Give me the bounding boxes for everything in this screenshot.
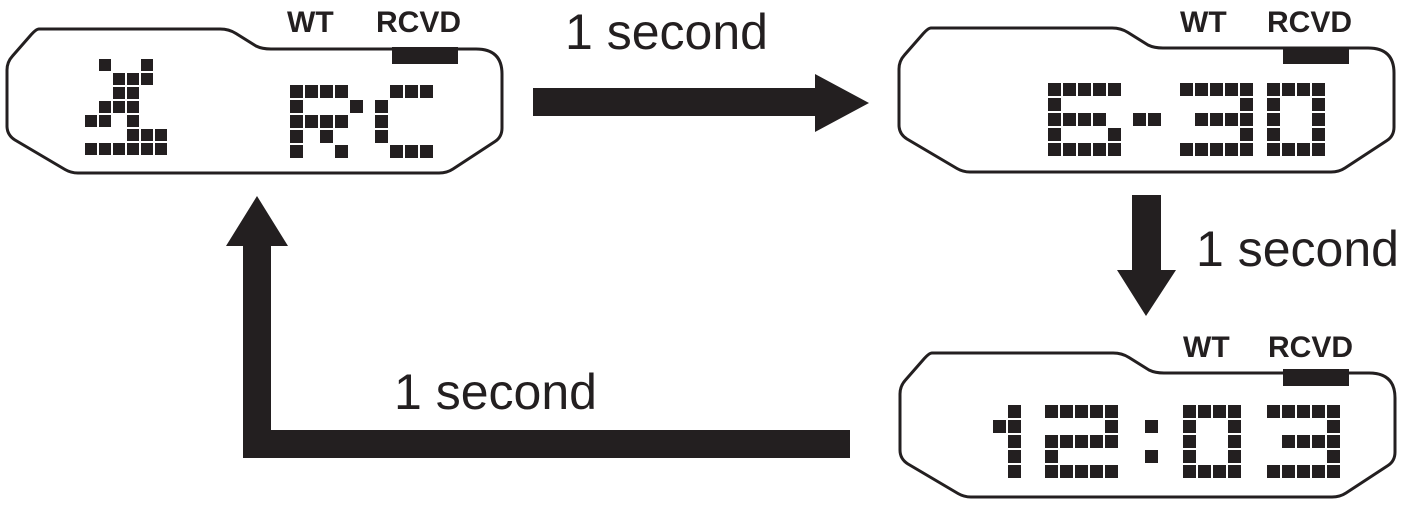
down-arrow-icon [1117, 195, 1176, 316]
arrow-return-label: 1 second [394, 364, 597, 420]
rcvd-label: RCVD [1267, 6, 1353, 39]
rcvd-indicator-bar [1283, 369, 1349, 386]
rcvd-label: RCVD [376, 6, 462, 39]
wt-label: WT [1180, 6, 1227, 39]
rcvd-label: RCVD [1268, 331, 1354, 364]
rcvd-indicator-bar [392, 47, 458, 64]
arrow-right-label: 1 second [565, 4, 768, 60]
wt-label: WT [1183, 331, 1230, 364]
arrow-down-label: 1 second [1196, 221, 1399, 277]
rcvd-indicator-bar [1283, 47, 1349, 64]
right-arrow-icon [533, 74, 869, 132]
wt-label: WT [287, 6, 334, 39]
